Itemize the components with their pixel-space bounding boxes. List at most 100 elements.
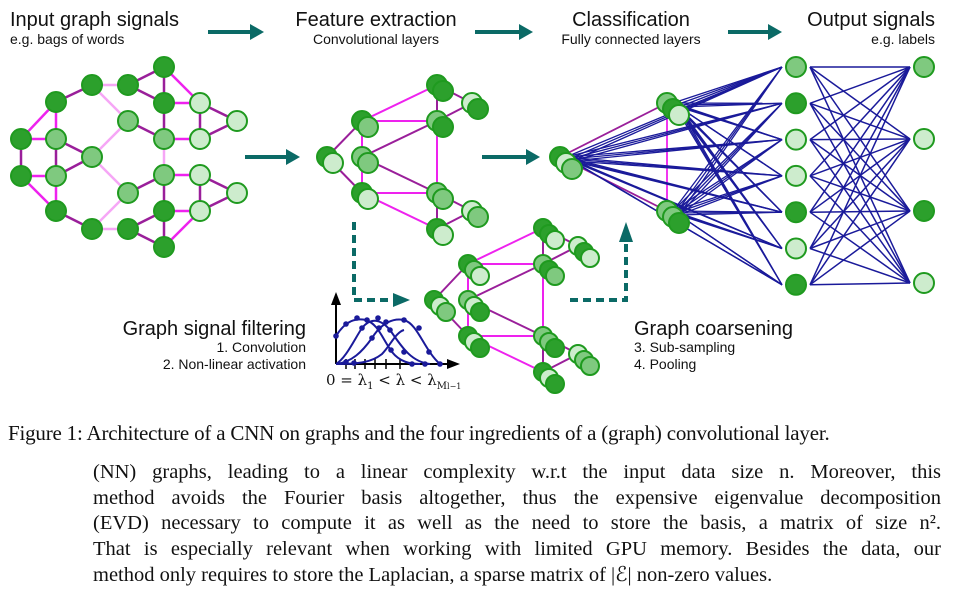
graph-node: [189, 128, 211, 150]
flow-arrow-head: [393, 293, 410, 307]
dashed-arrow-coarsening: [570, 244, 628, 302]
fc-edge: [678, 175, 783, 216]
graph-node: [153, 200, 175, 222]
graph-node: [81, 74, 103, 96]
fc-edge: [809, 66, 911, 213]
graph-node: [10, 128, 32, 150]
graph-node: [785, 237, 807, 260]
fc-edge: [678, 106, 783, 141]
filtering-step-2: 2. Non-linear activation: [162, 356, 306, 372]
paragraph-line: method only requires to store the Laplac…: [93, 563, 773, 586]
graph-node: [545, 266, 565, 286]
paragraph-line: That is especially relevant when working…: [93, 538, 941, 561]
graph-node: [117, 74, 139, 96]
fc-edge: [571, 160, 783, 177]
y-axis-arrowhead: [331, 292, 341, 305]
paragraph-line: (EVD) necessary to compute it as well as…: [93, 512, 941, 535]
fc-edge: [809, 138, 911, 286]
graph-node: [153, 92, 175, 114]
fc-edge: [809, 66, 911, 286]
graph-node: [45, 165, 67, 187]
stage-subtitle-output: e.g. labels: [871, 31, 935, 47]
fc-edge: [571, 160, 783, 213]
graph-node: [467, 206, 489, 228]
graph-node: [45, 91, 67, 113]
graph-node: [81, 218, 103, 240]
spectral-axis-label: 0 = λ1 < λ < λMl−1: [326, 371, 461, 392]
filter-curve: [335, 318, 441, 365]
graph-node: [785, 92, 807, 115]
graph-node: [580, 356, 600, 376]
filter-sample-point: [437, 361, 443, 367]
graph-node: [432, 188, 454, 210]
flow-arrow-head: [286, 149, 300, 165]
flow-arrow-head: [619, 222, 633, 242]
fully-connected-edges: [565, 66, 911, 286]
graph-node: [432, 224, 454, 246]
stage-subtitle-feature: Convolutional layers: [312, 31, 440, 47]
graph-node: [785, 164, 807, 187]
filter-plot: [331, 292, 460, 369]
stage-title-input: Input graph signals: [10, 9, 180, 31]
paragraph-line: method avoids the Fourier basis altogeth…: [93, 486, 941, 509]
graph-node: [785, 128, 807, 151]
graph-node: [470, 338, 490, 358]
graph-node: [561, 158, 583, 180]
fc-edge: [809, 247, 911, 284]
filter-sample-point: [375, 315, 381, 321]
filter-sample-point: [388, 347, 394, 353]
graph-edge: [361, 120, 438, 158]
coarsening-step-3: 3. Sub-sampling: [634, 339, 736, 355]
filter-curve: [335, 318, 421, 365]
graph-node: [470, 266, 490, 286]
fc-edge: [678, 139, 783, 216]
filter-sample-point: [416, 325, 422, 331]
graph-node: [580, 248, 600, 268]
filter-sample-point: [369, 335, 375, 341]
graph-node: [785, 273, 807, 296]
fc-edge: [809, 66, 911, 141]
flow-arrow-head: [526, 149, 540, 165]
architecture-figure: [10, 24, 935, 394]
graph-node: [467, 98, 489, 120]
filter-sample-point: [376, 325, 382, 331]
arrows-layer: [208, 24, 782, 307]
stage-title-classification: Classification: [572, 9, 690, 31]
fc-edge: [678, 214, 783, 250]
axis-label-sub: M: [436, 381, 448, 392]
fc-edge: [809, 210, 911, 250]
fc-edge: [809, 66, 911, 105]
filter-curve: [335, 319, 431, 365]
paragraph-line: (NN) graphs, leading to a linear complex…: [93, 461, 941, 483]
dashed-arrow-filter: [352, 222, 390, 302]
graph-node: [117, 218, 139, 240]
filter-sample-point: [426, 349, 432, 355]
figure-caption: Figure 1: Architecture of a CNN on graph…: [8, 421, 830, 445]
graph-node: [913, 56, 935, 78]
graph-node: [45, 200, 67, 222]
graph-node: [913, 200, 935, 222]
graph-node: [913, 128, 935, 150]
coarsening-title: Graph coarsening: [634, 318, 793, 340]
fc-edge: [809, 210, 911, 286]
graph-node: [10, 165, 32, 187]
graph-node: [545, 338, 565, 358]
graph-edge: [361, 84, 438, 122]
body-paragraph: (NN) graphs, leading to a linear complex…: [93, 460, 941, 589]
graph-node: [545, 374, 565, 394]
fc-edge: [809, 282, 911, 286]
filter-sample-point: [401, 349, 407, 355]
filtering-step-1: 1. Convolution: [216, 339, 306, 355]
flow-arrow-head: [519, 24, 533, 40]
graph-node: [153, 128, 175, 150]
fc-edge: [678, 66, 783, 108]
fc-edge: [678, 211, 783, 216]
graph-node: [153, 56, 175, 78]
graph-node: [470, 302, 490, 322]
filter-sample-point: [383, 319, 389, 325]
filter-sample-point: [401, 317, 407, 323]
graph-node: [226, 110, 248, 132]
graph-node: [668, 104, 690, 126]
fc-edge: [809, 66, 911, 249]
filter-sample-point: [343, 359, 349, 365]
